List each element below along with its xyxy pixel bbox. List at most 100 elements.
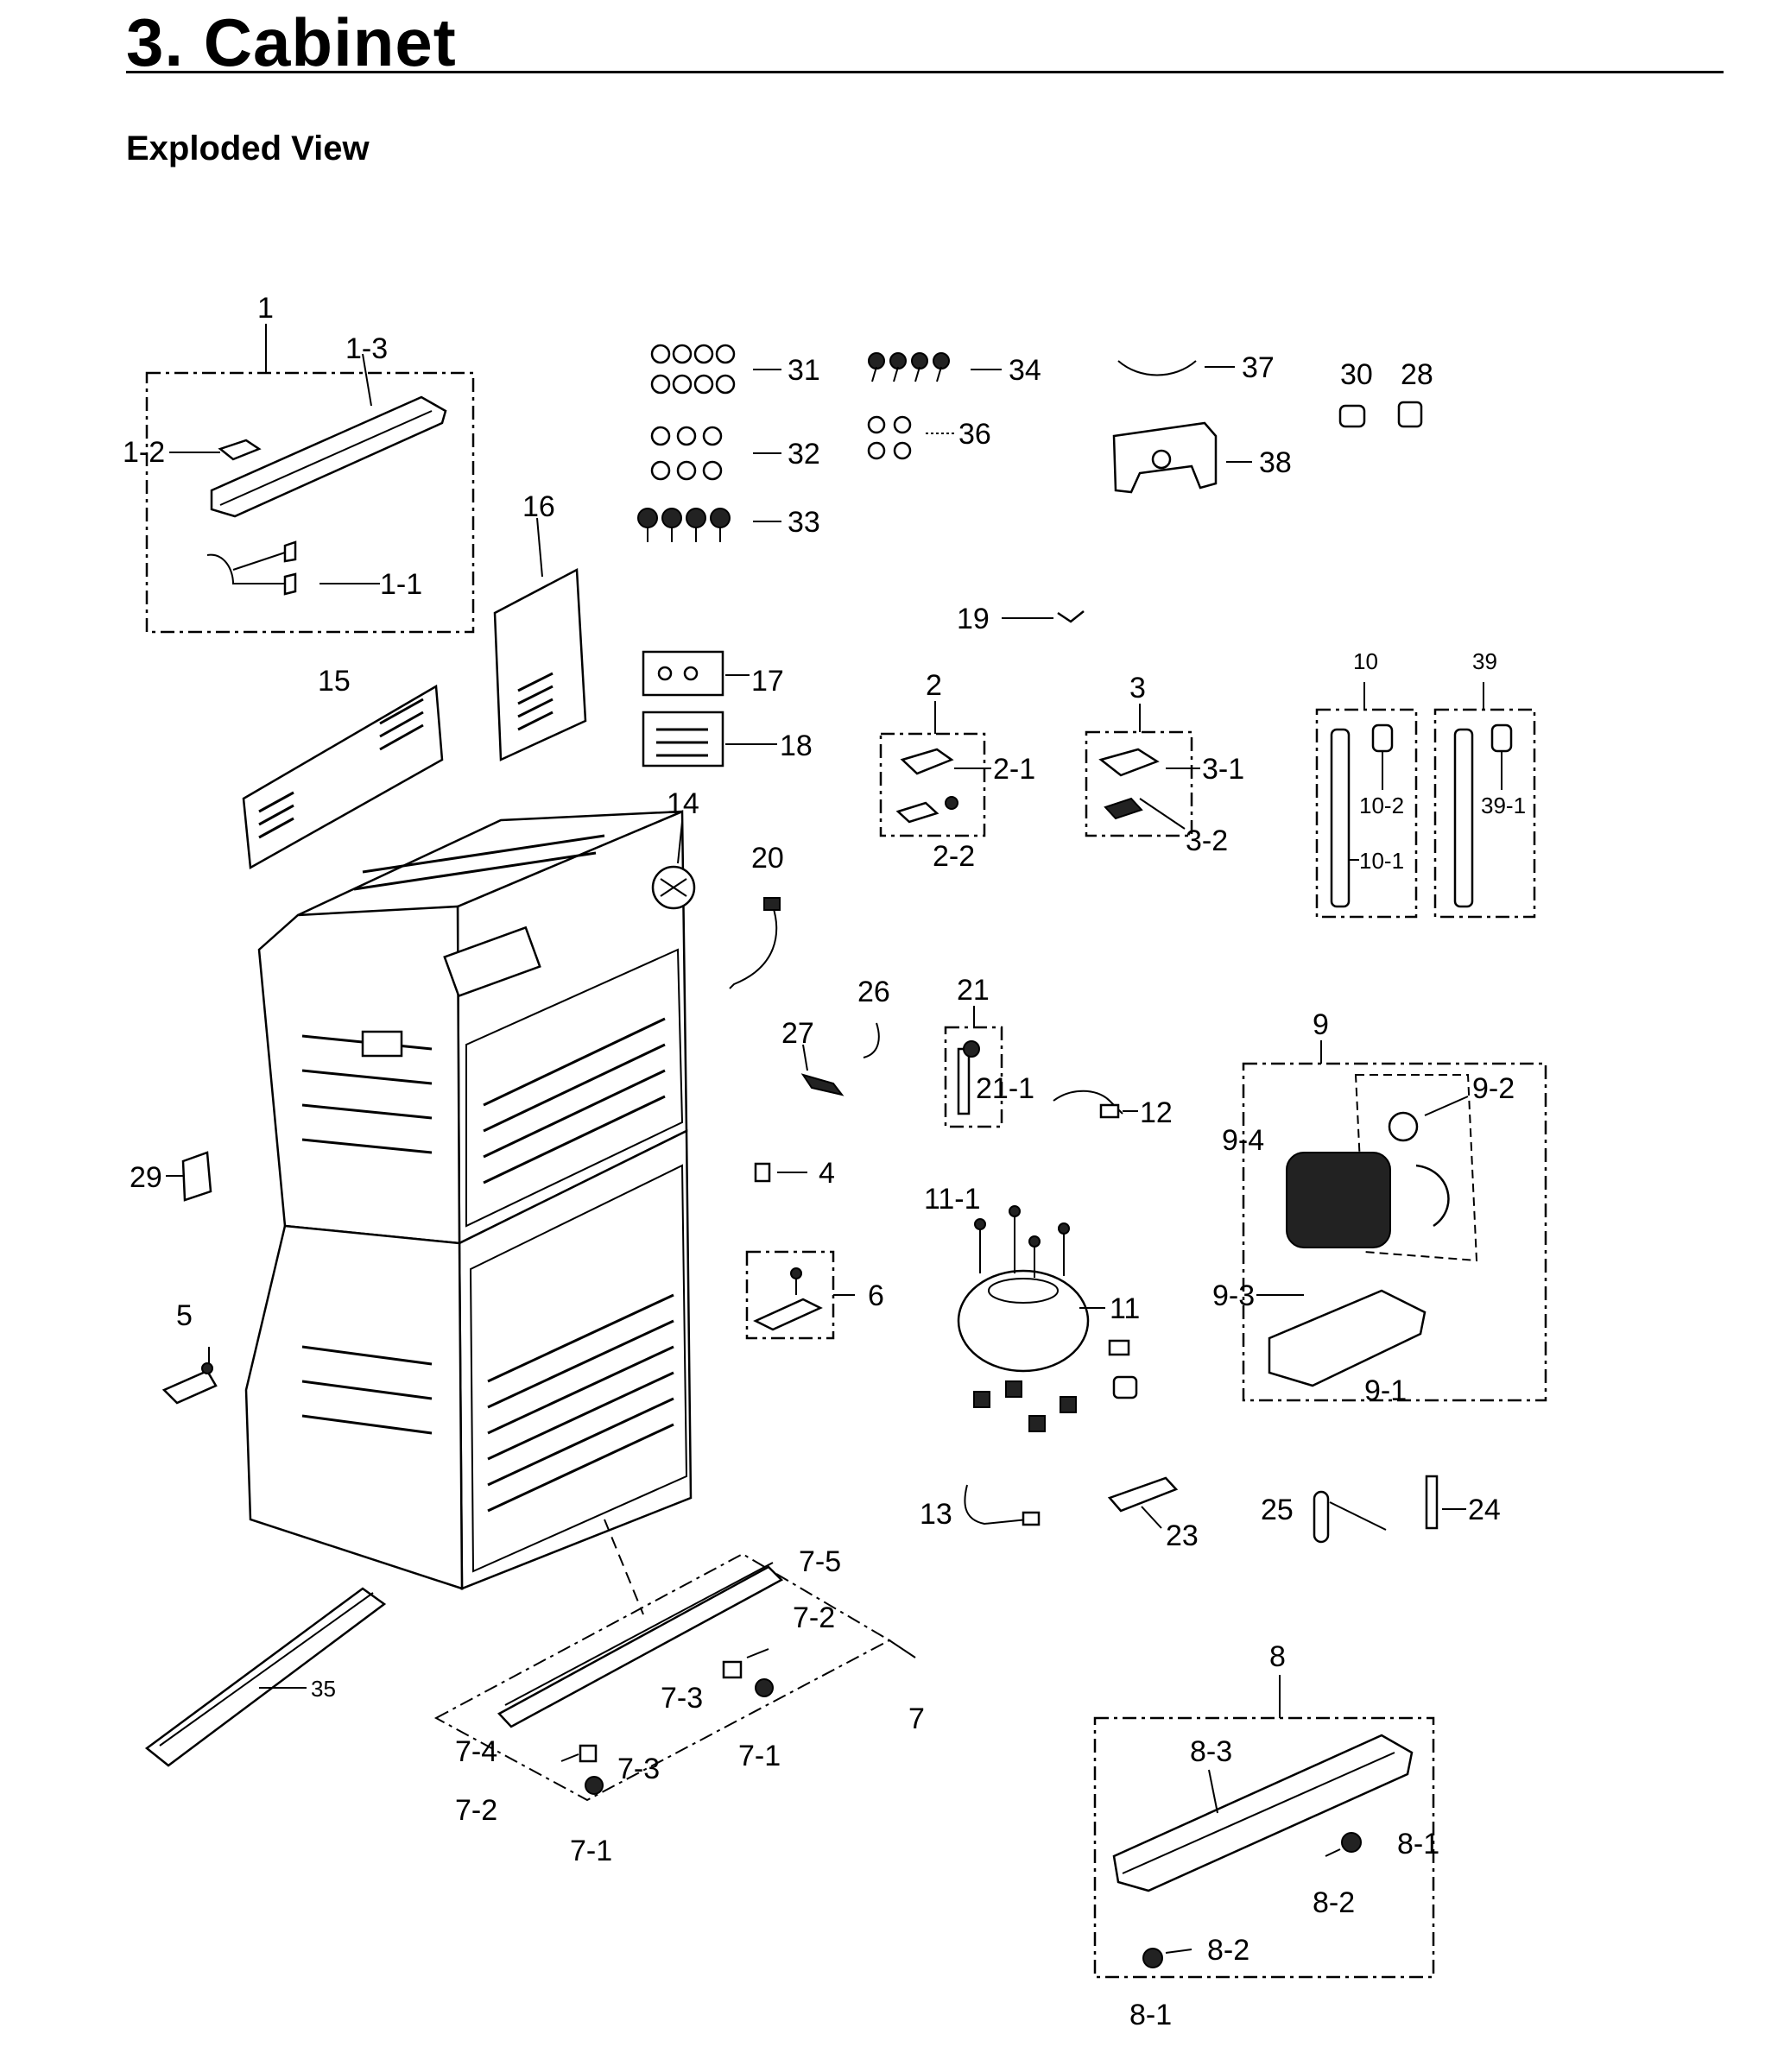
label-23: 23 xyxy=(1166,1519,1199,1552)
label-39: 39 xyxy=(1472,648,1497,674)
clip-19 xyxy=(1057,610,1085,623)
hinge-3-1 xyxy=(1098,748,1160,777)
group-1-box xyxy=(145,371,475,634)
label-11: 11 xyxy=(1110,1292,1140,1325)
part-25 xyxy=(1313,1490,1330,1544)
label-6: 6 xyxy=(868,1279,884,1312)
wire-26 xyxy=(863,1022,880,1058)
group-39-box xyxy=(1433,708,1536,919)
roller-7-3a xyxy=(722,1660,743,1679)
page-title: 3. Cabinet xyxy=(126,4,457,80)
screw-36-set xyxy=(867,415,912,460)
label-16: 16 xyxy=(522,490,555,523)
title-rule xyxy=(126,71,1724,73)
label-7-5: 7-5 xyxy=(799,1545,841,1578)
part-4 xyxy=(754,1162,771,1183)
compressor-group-11: 11-1 11 xyxy=(924,1183,1140,1432)
label-13: 13 xyxy=(920,1498,952,1531)
part-11-relay xyxy=(1112,1375,1138,1399)
parts-4-12-21-26-27: 26 27 21 21-1 12 4 xyxy=(754,974,1173,1190)
label-7-4: 7-4 xyxy=(455,1735,497,1768)
label-30: 30 xyxy=(1340,358,1373,391)
label-19: 19 xyxy=(957,603,990,635)
label-7-2a: 7-2 xyxy=(793,1601,835,1634)
label-15: 15 xyxy=(318,665,351,698)
label-9-2: 9-2 xyxy=(1472,1072,1515,1105)
hinge-group-2: 2 2-1 2-2 xyxy=(879,669,1035,873)
label-9-3: 9-3 xyxy=(1212,1279,1255,1312)
pcb-18 xyxy=(642,711,724,768)
wheel-7-1b xyxy=(585,1776,604,1795)
section-subtitle: Exploded View xyxy=(126,130,370,167)
part-11-clip xyxy=(1108,1339,1130,1356)
group-9-box xyxy=(1242,1062,1547,1402)
screw-32-set xyxy=(650,426,723,481)
cap-10-2 xyxy=(1371,723,1394,753)
cabinet-left-upper xyxy=(257,905,461,1245)
label-9: 9 xyxy=(1313,1008,1329,1041)
label-8-2b: 8-2 xyxy=(1207,1934,1249,1967)
parts-14-20: 14 20 xyxy=(651,787,784,989)
label-8: 8 xyxy=(1269,1640,1286,1673)
label-1-2: 1-2 xyxy=(123,436,165,469)
label-21-1: 21-1 xyxy=(976,1072,1034,1105)
label-10-1: 10-1 xyxy=(1359,848,1404,874)
label-10-2: 10-2 xyxy=(1359,793,1404,818)
label-1-3: 1-3 xyxy=(345,332,388,365)
part-24 xyxy=(1425,1475,1439,1530)
label-10: 10 xyxy=(1353,648,1378,674)
power-cord-20 xyxy=(729,906,778,989)
part-30 xyxy=(1338,404,1366,428)
label-35: 35 xyxy=(311,1676,336,1702)
parts-13-23-24-25: 13 23 25 24 xyxy=(920,1475,1501,1552)
fan-9-2 xyxy=(1388,1111,1419,1142)
label-8-1a: 8-1 xyxy=(1397,1828,1439,1860)
parts-5-6-29: 29 5 6 xyxy=(130,1151,884,1405)
cabinet-bracket xyxy=(361,1030,403,1058)
label-3-1: 3-1 xyxy=(1202,753,1244,786)
label-36: 36 xyxy=(958,418,991,451)
hinge-2-1 xyxy=(900,748,954,775)
label-3-2: 3-2 xyxy=(1186,824,1228,857)
label-4: 4 xyxy=(819,1157,835,1190)
label-14: 14 xyxy=(667,787,699,820)
wire-harness-37 xyxy=(1117,360,1197,376)
tube-group-10: 10 10-2 10-1 xyxy=(1315,648,1418,919)
label-2-2: 2-2 xyxy=(933,840,975,873)
label-7-1a: 7-1 xyxy=(738,1740,781,1772)
label-37: 37 xyxy=(1242,351,1275,384)
roller-8-1b xyxy=(1142,1948,1163,1968)
cap-39-1 xyxy=(1490,723,1513,753)
wire-12 xyxy=(1053,1090,1123,1115)
roller-8-1a xyxy=(1341,1832,1362,1853)
group-3-box xyxy=(1085,730,1193,837)
top-control-panel xyxy=(443,925,541,998)
group-10-box xyxy=(1315,708,1418,919)
hinge-group-3: 3 3-1 3-2 xyxy=(1085,672,1244,857)
base-group-8: 8 8-3 8-1 8-2 8-2 8-1 xyxy=(1093,1640,1439,2031)
tray-9-1 xyxy=(1268,1289,1427,1387)
label-34: 34 xyxy=(1009,354,1041,387)
part-group-1: 1 1-3 1-2 1-1 xyxy=(123,292,475,634)
label-38: 38 xyxy=(1259,446,1292,479)
group-2-box xyxy=(879,732,986,837)
part-27 xyxy=(800,1073,845,1096)
label-9-4: 9-4 xyxy=(1222,1124,1264,1157)
bracket-6 xyxy=(753,1298,823,1331)
label-1-1: 1-1 xyxy=(380,568,422,601)
screw-31-set xyxy=(650,344,736,395)
label-28: 28 xyxy=(1401,358,1433,391)
hinge-2-2 xyxy=(895,801,939,824)
tube-39 xyxy=(1453,728,1474,908)
label-25: 25 xyxy=(1261,1494,1294,1526)
label-5: 5 xyxy=(176,1299,193,1332)
hinge-3-2 xyxy=(1104,797,1143,820)
label-31: 31 xyxy=(788,354,820,387)
label-27: 27 xyxy=(781,1017,814,1050)
label-9-1: 9-1 xyxy=(1364,1374,1407,1407)
fan-motor-9-4 xyxy=(1286,1152,1391,1248)
label-29: 29 xyxy=(130,1161,162,1194)
cabinet-body xyxy=(244,810,693,1590)
label-17: 17 xyxy=(751,665,784,698)
evaporator-group-9: 9 9-2 9-4 9-3 9-1 xyxy=(1212,1008,1547,1407)
